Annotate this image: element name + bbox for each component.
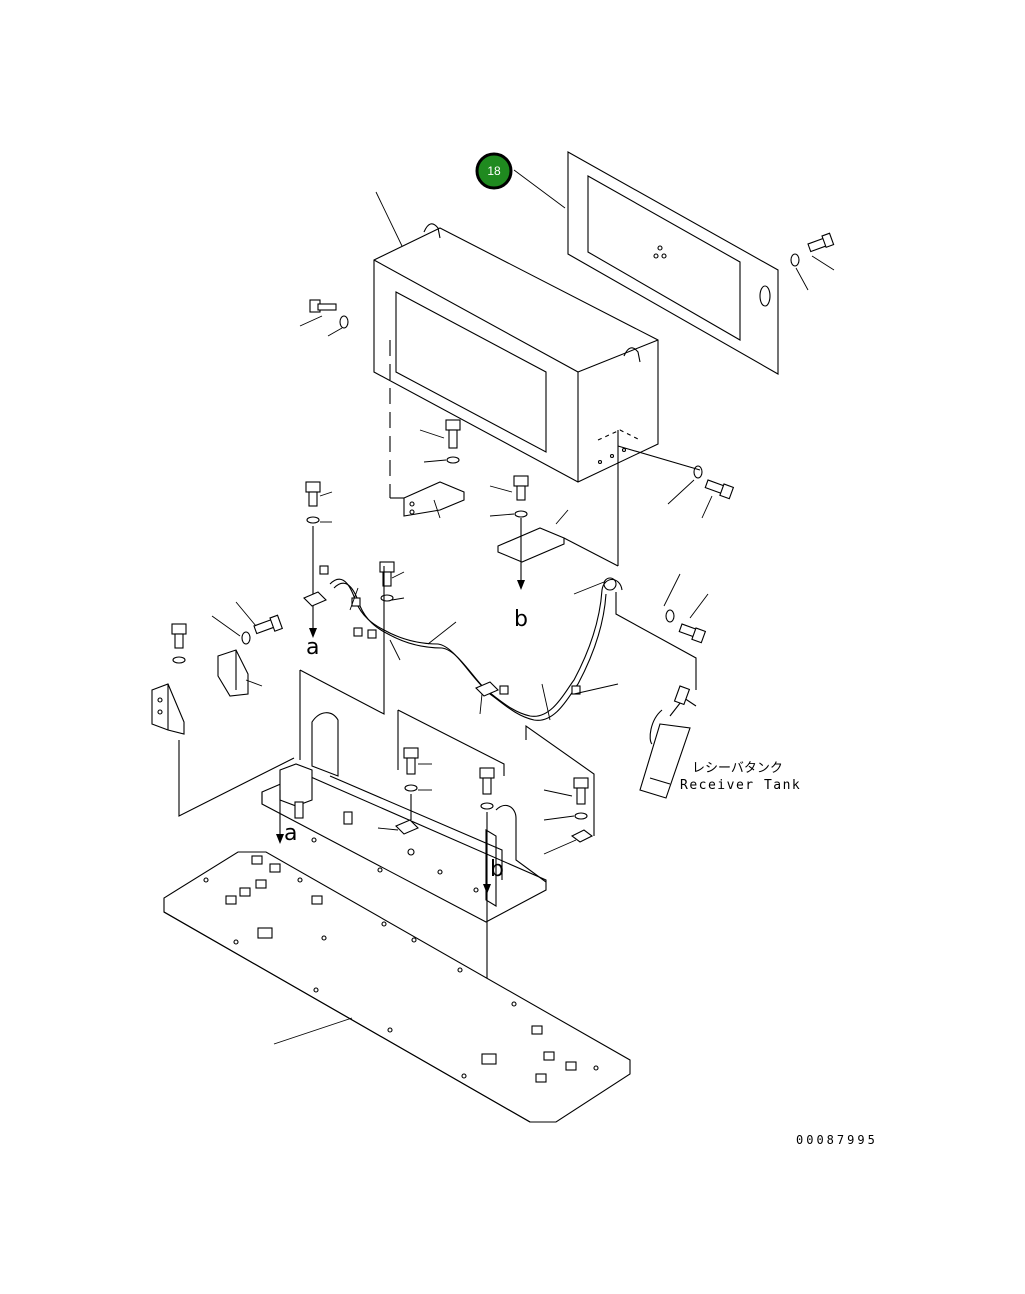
- callout-number: 18: [487, 164, 501, 178]
- receiver-tank-label-jp: レシーバタンク: [692, 761, 783, 776]
- base-frame: [261, 712, 547, 923]
- ref-letter-b-lower: b: [490, 857, 504, 882]
- bolt-left-top: [171, 623, 187, 664]
- bolt-left-upper: [299, 299, 349, 337]
- ref-letter-a-lower: a: [284, 821, 297, 846]
- side-panel: [567, 151, 779, 375]
- callout-badge[interactable]: 18: [475, 152, 513, 190]
- bolt-right-box: [667, 465, 735, 519]
- bolt-harness-right: [663, 573, 709, 644]
- floor-plate: [163, 851, 631, 1123]
- bolt-left-side: [211, 601, 284, 645]
- receiver-tank: [639, 685, 697, 799]
- receiver-tank-label-en: Receiver Tank: [680, 778, 801, 793]
- cover-bracket-left: [217, 649, 263, 697]
- bolt-mid: [419, 419, 461, 464]
- bracket-left: [151, 683, 185, 735]
- ref-letter-b-upper: b: [514, 607, 528, 632]
- ref-letter-a-upper: a: [306, 635, 319, 660]
- bolt-base-3: [543, 777, 594, 855]
- bolt-top-right: [790, 232, 835, 291]
- bracket-mid: [403, 481, 465, 519]
- box-cover: [373, 223, 659, 483]
- bracket-b: [497, 509, 569, 563]
- bolt-harness: [379, 561, 405, 602]
- bolt-base-1: [377, 747, 432, 856]
- drawing-number: 00087995: [796, 1133, 878, 1147]
- bolt-b: [489, 475, 529, 518]
- bolt-a: [305, 481, 333, 524]
- bolt-base-2: [479, 767, 495, 810]
- wiring-harness: [303, 565, 697, 721]
- callout-circle: [475, 152, 513, 190]
